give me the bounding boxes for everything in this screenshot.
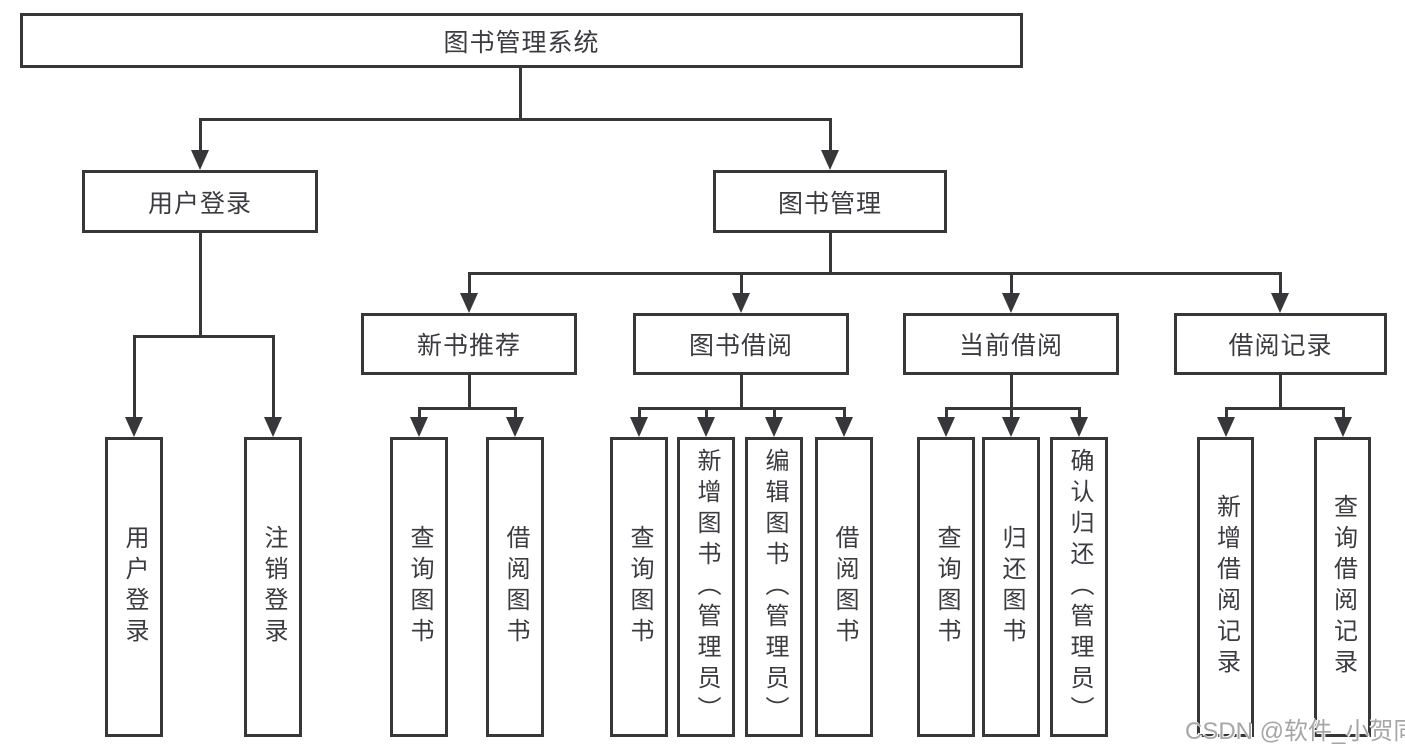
arrow-down-icon [1334,417,1352,437]
arrow-down-icon [506,417,524,437]
leaf-label: 新增借阅记录 [1212,494,1240,680]
arrow-down-icon [630,417,648,437]
connector-line [417,407,421,419]
leaf-label: 确认归还（管理员） [1066,447,1093,727]
arrow-down-icon [1070,417,1088,437]
connector-line [1224,407,1228,419]
leaf-logout: 注销登录 [244,437,302,737]
leaf-label: 用户登录 [121,525,148,649]
leaf-label: 查询图书 [626,525,653,649]
arrow-down-icon [697,417,715,437]
connector-line [1009,373,1013,409]
connector-line [198,118,832,121]
leaf-label: 归还图书 [998,525,1025,649]
arrow-down-icon [1002,417,1020,437]
leaf-query-books-borrowing: 查询图书 [610,437,668,737]
node-library-management-system: 图书管理系统 [20,13,1023,68]
leaf-label: 编辑图书（管理员） [761,447,788,727]
arrow-down-icon [835,417,853,437]
node-label: 用户登录 [147,189,252,218]
leaf-label: 借阅图书 [831,525,858,649]
node-label: 当前借阅 [958,332,1063,360]
leaf-query-books-current: 查询图书 [917,437,975,737]
node-label: 图书管理系统 [443,28,600,57]
connector-line [518,66,522,120]
leaf-confirm-return-admin: 确认归还（管理员） [1050,437,1108,737]
leaf-label: 借阅图书 [502,525,529,649]
leaf-query-books-recommendation: 查询图书 [390,437,448,737]
connector-line [132,335,136,419]
leaf-add-book-admin: 新增图书（管理员） [677,437,735,737]
csdn-watermark: CSDN @软件_小贺同学 [1185,718,1405,745]
leaf-label: 查询图书 [406,525,433,649]
connector-line [704,407,708,419]
leaf-return-book: 归还图书 [982,437,1040,737]
node-user-login: 用户登录 [82,170,318,233]
node-label: 新书推荐 [416,332,521,360]
arrow-down-icon [1217,417,1235,437]
leaf-label: 新增图书（管理员） [693,447,720,727]
connector-line [467,272,1282,275]
node-label: 图书管理 [777,189,882,218]
arrow-down-icon [410,417,428,437]
connector-line [842,407,846,419]
arrow-down-icon [264,417,282,437]
connector-line [1009,272,1013,295]
connector-line [513,407,517,419]
arrow-down-icon [125,417,143,437]
leaf-add-borrow-record: 新增借阅记录 [1197,437,1254,737]
leaf-borrow-books-borrowing: 借阅图书 [815,437,873,737]
leaf-edit-book-admin: 编辑图书（管理员） [745,437,803,737]
leaf-label: 查询图书 [933,525,960,649]
connector-line [132,335,275,338]
connector-line [828,231,832,275]
arrow-down-icon [460,293,478,313]
connector-line [198,231,202,337]
connector-line [772,407,776,419]
connector-line [1009,407,1013,419]
connector-line [637,407,641,419]
connector-line [739,272,743,295]
connector-line [637,407,846,410]
node-label: 借阅记录 [1228,332,1333,360]
connector-line [198,118,202,152]
arrow-down-icon [765,417,783,437]
connector-line [828,118,832,152]
connector-line [271,335,275,419]
node-book-management: 图书管理 [713,170,947,233]
arrow-down-icon [821,150,839,170]
connector-line [417,407,517,410]
arrow-down-icon [1271,293,1289,313]
connector-line [1224,407,1345,410]
connector-line [739,373,743,409]
connector-line [1077,407,1081,419]
connector-line [467,373,471,409]
arrow-down-icon [1002,293,1020,313]
leaf-label: 注销登录 [260,525,287,649]
node-label: 图书借阅 [688,332,793,360]
leaf-borrow-books-recommendation: 借阅图书 [486,437,544,737]
leaf-query-borrow-record: 查询借阅记录 [1314,437,1371,737]
node-book-borrowing: 图书借阅 [633,313,849,375]
arrow-down-icon [937,417,955,437]
node-borrowing-records: 借阅记录 [1174,313,1387,375]
leaf-label: 查询借阅记录 [1329,494,1357,680]
connector-line [1341,407,1345,419]
arrow-down-icon [191,150,209,170]
connector-line [1278,272,1282,295]
arrow-down-icon [732,293,750,313]
connector-line [467,272,471,295]
node-current-borrowing: 当前借阅 [903,313,1119,375]
leaf-user-login: 用户登录 [105,437,163,737]
connector-line [1278,373,1282,409]
node-new-book-recommendation: 新书推荐 [361,313,577,375]
connector-line [944,407,948,419]
connector-line [944,407,1081,410]
